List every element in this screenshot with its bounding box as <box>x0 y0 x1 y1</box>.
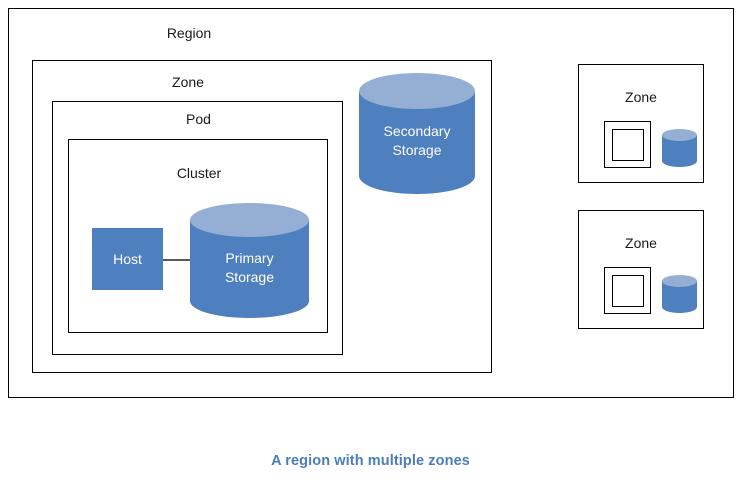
cylinder-top <box>662 275 697 287</box>
zone-2-storage-cylinder-icon <box>662 275 697 313</box>
cluster-box: Cluster <box>68 139 328 333</box>
zone-main-label: Zone <box>172 74 204 90</box>
host-to-primary-storage-connector <box>163 259 192 261</box>
cylinder-bottom <box>662 155 697 167</box>
region-label: Region <box>166 25 212 41</box>
primary-storage-label-line2: Storage <box>224 269 275 285</box>
primary-storage-label-line1: Primary <box>225 250 274 266</box>
primary-storage-cylinder-icon: Primary Storage <box>190 203 309 318</box>
zone-2-pod-square <box>604 267 651 314</box>
pod-box: Pod <box>52 101 343 355</box>
diagram-caption: A region with multiple zones <box>271 453 470 469</box>
cylinder-bottom <box>359 158 475 194</box>
zone-2-cluster-square <box>612 275 644 307</box>
cylinder-bottom <box>662 301 697 313</box>
secondary-storage-label: Secondary Storage <box>359 122 475 160</box>
secondary-storage-label-line2: Storage <box>392 142 442 158</box>
primary-storage-label: Primary Storage <box>190 249 309 287</box>
cylinder-top <box>662 129 697 141</box>
zone-1-cluster-square <box>612 129 644 161</box>
host-label: Host <box>113 250 142 267</box>
zone-collapsed-box-2: Zone <box>578 210 704 329</box>
zone-1-pod-square <box>604 121 651 168</box>
cylinder-bottom <box>190 284 309 318</box>
pod-label: Pod <box>186 111 211 127</box>
zone-collapsed-label-1: Zone <box>625 89 657 105</box>
secondary-storage-cylinder-icon: Secondary Storage <box>359 73 475 194</box>
host-node: Host <box>92 228 163 290</box>
zone-collapsed-box-1: Zone <box>578 64 704 183</box>
cylinder-top <box>190 203 309 237</box>
secondary-storage-label-line1: Secondary <box>383 123 451 139</box>
region-box: Region <box>8 8 734 398</box>
cylinder-top <box>359 73 475 109</box>
zone-1-storage-cylinder-icon <box>662 129 697 167</box>
cluster-label: Cluster <box>176 165 222 181</box>
zone-collapsed-label-2: Zone <box>625 235 657 251</box>
zone-main-box: Zone <box>32 60 492 373</box>
